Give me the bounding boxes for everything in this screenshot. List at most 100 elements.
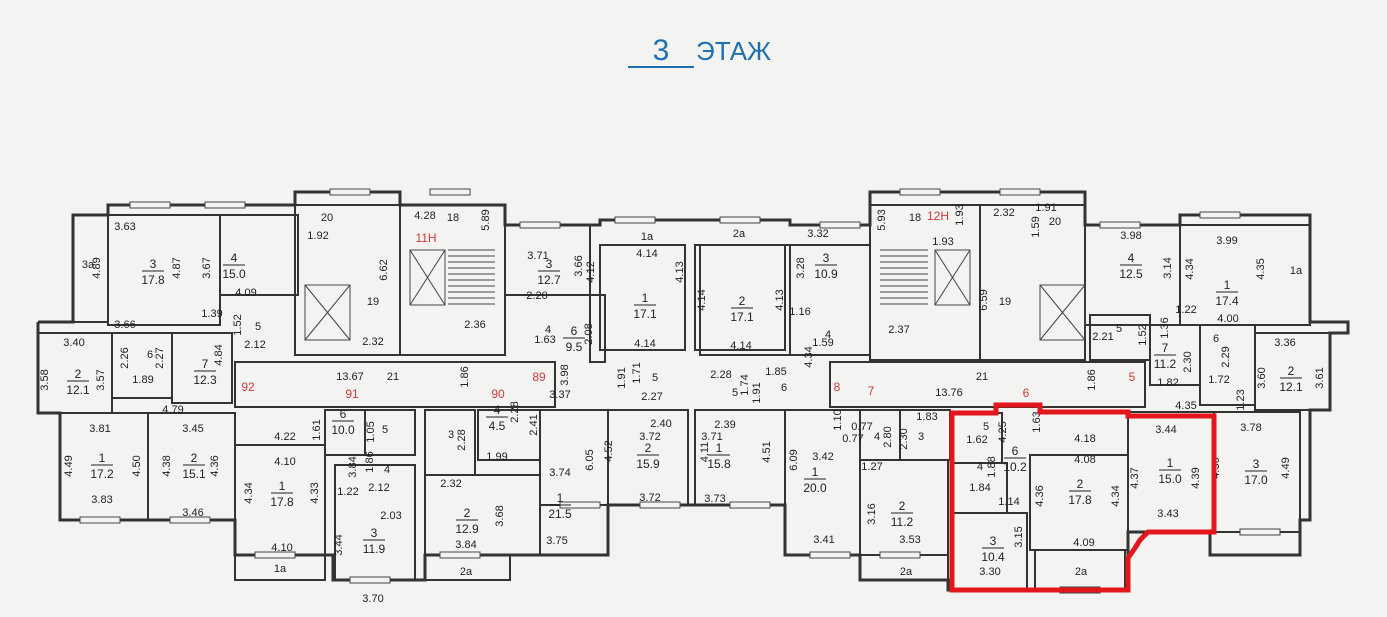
room-number: 2 — [75, 367, 82, 381]
room-number: 1 — [99, 451, 106, 465]
dimension-label: 4.18 — [1074, 433, 1095, 445]
dimension-label: 3.83 — [91, 494, 112, 506]
dimension-label: 1.99 — [486, 451, 507, 463]
dimension-label: 2.03 — [380, 510, 401, 522]
dimension-label: 2.40 — [650, 418, 671, 430]
dimension-label: 0.77 — [842, 433, 863, 445]
room-label: 115.8 — [707, 441, 731, 471]
dimension-label: 3.32 — [807, 228, 828, 240]
dimension-label: 4.49 — [1280, 457, 1292, 478]
dimension-label: 19 — [367, 296, 379, 308]
room-area: 17.1 — [633, 307, 657, 321]
dimension-label: 6.59 — [978, 289, 990, 310]
dimension-label: 4.10 — [271, 542, 292, 554]
dimension-label: 4.14 — [634, 338, 655, 350]
dimension-label: 4.34 — [1184, 258, 1196, 279]
room-area: 12.9 — [455, 522, 479, 536]
room-number: 1 — [1167, 456, 1174, 470]
dimension-label: 1.82 — [1157, 377, 1178, 389]
dimension-label: 1.72 — [1208, 374, 1229, 386]
room-number: 3 — [1253, 457, 1260, 471]
dimension-label: 3.61 — [1314, 367, 1326, 388]
dimension-label: 3.40 — [63, 337, 84, 349]
dimension-label: 1.61 — [311, 419, 323, 440]
room-number: 1 — [642, 291, 649, 305]
dimension-label: 2.28 — [710, 369, 731, 381]
dimension-label: 3.98 — [1120, 230, 1141, 242]
dimension-label: 3.74 — [549, 467, 570, 479]
room-number: 3 — [990, 534, 997, 548]
dimension-label: 3.53 — [899, 534, 920, 546]
room-label: 120.0 — [803, 465, 827, 495]
dimension-label: 1.91 — [616, 367, 628, 388]
room-label: 117.8 — [270, 479, 294, 509]
dimension-label: 3 — [918, 431, 924, 443]
dimension-label: 4.33 — [309, 482, 321, 503]
dimension-label: 2.28 — [509, 401, 521, 422]
selected-apartment-outline[interactable] — [949, 402, 1217, 593]
dimension-label: 5 — [732, 387, 738, 399]
room-area: 15.1 — [182, 467, 206, 481]
dimension-label: 3.84 — [455, 539, 476, 551]
apartment-number: 91 — [345, 387, 359, 401]
dimension-label: 6.62 — [378, 259, 390, 280]
dimension-label: 3.98 — [559, 364, 571, 385]
room-number: 1 — [1224, 278, 1231, 292]
dimension-label: 2а — [733, 228, 746, 240]
room-label: 415.0 — [222, 251, 246, 281]
room-area: 17.2 — [90, 467, 114, 481]
dimension-label: 2.28 — [456, 429, 468, 450]
dimension-label: 1.52 — [1137, 324, 1149, 345]
dimension-label: 3.60 — [1256, 367, 1268, 388]
room-label: 212.1 — [66, 367, 90, 397]
room-area: 12.3 — [193, 373, 217, 387]
dimension-label: 2а — [460, 566, 473, 578]
room-area: 21.5 — [548, 507, 572, 521]
room-number: 2 — [1288, 364, 1295, 378]
dimension-label: 3.15 — [1013, 526, 1025, 547]
dimension-label: 4.25 — [997, 421, 1009, 442]
dimension-label: 6 — [1213, 333, 1219, 345]
room-area: 15.9 — [636, 457, 660, 471]
dimension-label: 1.05 — [365, 421, 377, 442]
dimension-label: 4.13 — [774, 289, 786, 310]
dimension-label: 4.84 — [213, 344, 225, 365]
dimension-label: 4.36 — [209, 455, 221, 476]
room-label: 117.4 — [1215, 278, 1239, 308]
dimension-label: 2.32 — [362, 336, 383, 348]
dimension-label: 2.20 — [526, 290, 547, 302]
room-label: 115.0 — [1158, 456, 1182, 486]
room-label: 310.9 — [814, 251, 838, 281]
room-label: 121.5 — [548, 491, 572, 521]
dimension-label: 4.00 — [1217, 313, 1238, 325]
dimension-label: 2.21 — [1092, 331, 1113, 343]
dimension-label: 2.80 — [882, 426, 894, 447]
dimension-label: 21 — [976, 371, 988, 383]
dimension-label: 3.37 — [549, 389, 570, 401]
dimension-label: 4.22 — [274, 431, 295, 443]
room-area: 10.0 — [331, 423, 355, 437]
dimension-label: 3.71 — [527, 250, 548, 262]
dimension-label: 3.73 — [704, 493, 725, 505]
room-area: 10.2 — [1003, 460, 1027, 474]
dimension-label: 1.63 — [534, 334, 555, 346]
dimension-label: 3.67 — [201, 257, 213, 278]
room-area: 9.5 — [566, 340, 583, 354]
dimension-label: 4.52 — [603, 440, 615, 461]
dimension-label: 1а — [641, 231, 654, 243]
dimension-label: 3.66 — [573, 255, 585, 276]
labels: 317.8415.0212.1712.3312.769.5117.1215.91… — [39, 202, 1326, 605]
dimension-label: 1.62 — [966, 434, 987, 446]
room-area: 11.9 — [363, 542, 386, 556]
dimension-label: 4.38 — [161, 455, 173, 476]
room-area: 17.1 — [730, 310, 754, 324]
dimension-label: 1.93 — [932, 236, 953, 248]
room-area: 17.8 — [1068, 493, 1092, 507]
dimension-label: 2.12 — [244, 339, 265, 351]
room-area: 17.4 — [1215, 294, 1239, 308]
room-number: 3 — [546, 257, 553, 271]
apartment-number: 6 — [1023, 386, 1030, 400]
dimension-label: 1.52 — [232, 314, 244, 335]
dimension-label: 3.72 — [639, 492, 660, 504]
room-number: 1 — [557, 491, 564, 505]
